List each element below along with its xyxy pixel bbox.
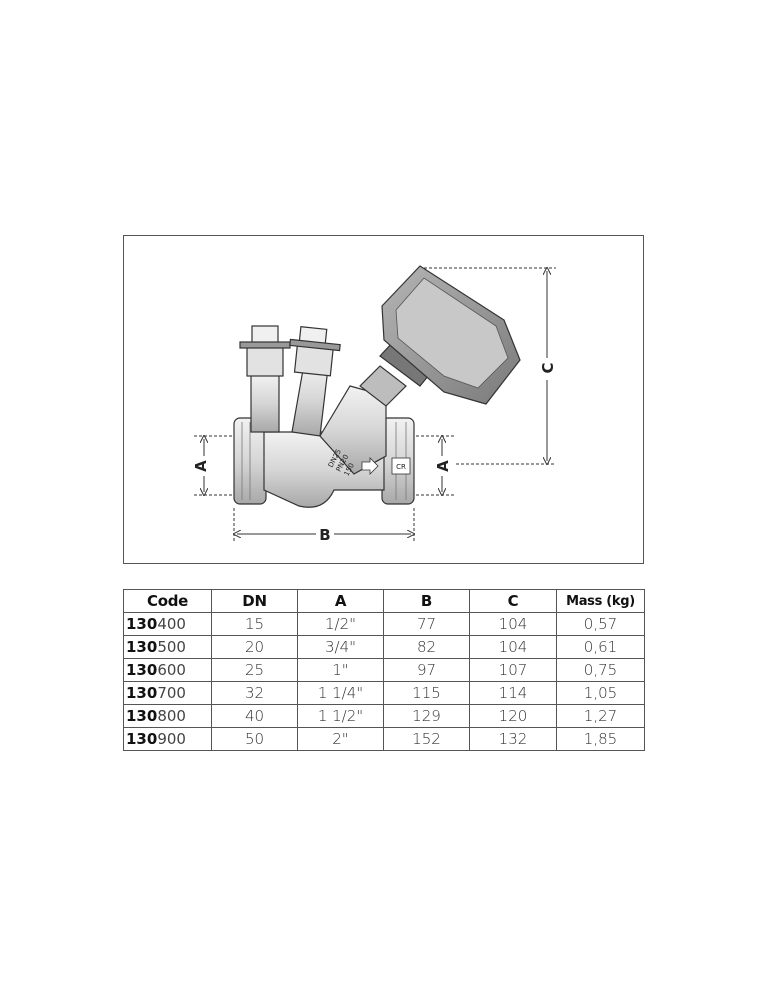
cell-mass: 1,85 [556,727,645,751]
cell-code: 130800 [123,704,212,728]
logo-mark [391,457,411,475]
cell-dn: 20 [211,635,298,659]
table-row: 130600 25 1" 97 107 0,75 [123,658,645,682]
cell-mass: 0,57 [556,612,645,636]
cell-a: 1 1/2" [297,704,384,728]
cell-b: 97 [383,658,470,682]
cell-mass: 0,61 [556,635,645,659]
dimension-label-a-left: A [192,460,210,472]
table-row: 130900 50 2" 152 132 1,85 [123,727,645,751]
header-a: A [297,589,384,613]
header-mass: Mass (kg) [556,589,645,613]
cell-code: 130700 [123,681,212,705]
table-row: 130800 40 1 1/2" 129 120 1,27 [123,704,645,728]
cell-a: 1 1/4" [297,681,384,705]
cell-code: 130500 [123,635,212,659]
cell-b: 82 [383,635,470,659]
table-row: 130400 15 1/2" 77 104 0,57 [123,612,645,636]
cell-dn: 40 [211,704,298,728]
header-b: B [383,589,470,613]
cell-dn: 50 [211,727,298,751]
cell-b: 115 [383,681,470,705]
cell-a: 1/2" [297,612,384,636]
cell-mass: 1,27 [556,704,645,728]
valve-dimension-drawing: CR DN25 PN20 150 A A B [192,265,557,544]
cell-code: 130900 [123,727,212,751]
cell-c: 107 [469,658,557,682]
header-c: C [469,589,557,613]
cell-a: 2" [297,727,384,751]
dimension-label-b: B [319,526,330,544]
dimension-label-c: C [539,362,557,373]
cell-c: 120 [469,704,557,728]
table-header-row: Code DN A B C Mass (kg) [123,589,645,613]
header-code: Code [123,589,212,613]
dimension-label-a-right: A [434,460,452,472]
cell-c: 104 [469,635,557,659]
table-row: 130500 20 3/4" 82 104 0,61 [123,635,645,659]
cell-dn: 15 [211,612,298,636]
cell-dn: 32 [211,681,298,705]
cell-code: 130600 [123,658,212,682]
cell-c: 104 [469,612,557,636]
cell-mass: 1,05 [556,681,645,705]
cell-a: 3/4" [297,635,384,659]
valve-body [233,265,521,508]
cell-code: 130400 [123,612,212,636]
cell-dn: 25 [211,658,298,682]
logo-text: CR [396,463,406,471]
cell-b: 129 [383,704,470,728]
cell-c: 114 [469,681,557,705]
table-row: 130700 32 1 1/4" 115 114 1,05 [123,681,645,705]
technical-drawing-frame: CR DN25 PN20 150 A A B [123,235,644,564]
cell-mass: 0,75 [556,658,645,682]
cell-c: 132 [469,727,557,751]
cell-b: 152 [383,727,470,751]
cell-b: 77 [383,612,470,636]
header-dn: DN [211,589,298,613]
specification-table: Code DN A B C Mass (kg) 130400 15 1/2" 7… [123,589,645,751]
cell-a: 1" [297,658,384,682]
